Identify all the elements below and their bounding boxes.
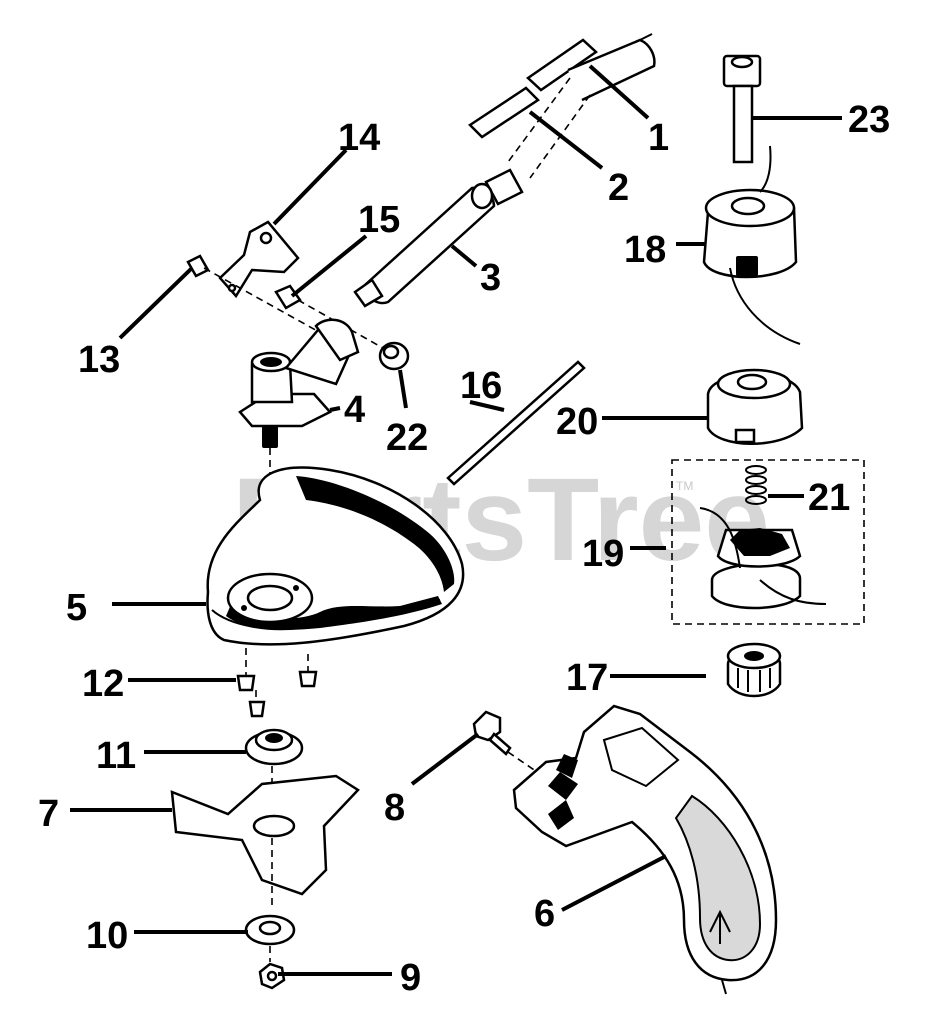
trimmer-head-part-18[interactable] — [702, 145, 801, 345]
knob-part-17[interactable] — [726, 642, 782, 698]
blade-part-7[interactable] — [170, 774, 360, 910]
callout-14[interactable]: 14 — [338, 117, 380, 159]
guard-part-5[interactable] — [206, 466, 465, 646]
callout-20[interactable]: 20 — [556, 401, 598, 443]
callout-18[interactable]: 18 — [624, 229, 666, 271]
screws-part-12[interactable] — [236, 648, 318, 718]
callout-10[interactable]: 10 — [86, 915, 128, 957]
lower-shaft-part-3[interactable] — [353, 182, 496, 308]
callout-12[interactable]: 12 — [82, 663, 124, 705]
callout-16[interactable]: 16 — [460, 365, 502, 407]
callout-9[interactable]: 9 — [400, 957, 421, 999]
callout-19[interactable]: 19 — [582, 533, 624, 575]
cover-part-20[interactable] — [706, 368, 804, 445]
callout-13[interactable]: 13 — [78, 339, 120, 381]
callout-21[interactable]: 21 — [808, 477, 850, 519]
gearbox-part-4[interactable] — [238, 318, 360, 600]
spool-kit-box — [671, 459, 865, 625]
callout-11[interactable]: 11 — [96, 735, 136, 777]
callout-15[interactable]: 15 — [358, 199, 400, 241]
leader-lines — [70, 64, 842, 976]
adapter-part-11[interactable] — [244, 728, 304, 812]
callout-2[interactable]: 2 — [608, 167, 629, 209]
callout-numbers: 1 2 3 4 5 6 7 8 9 10 11 12 13 14 15 16 1… — [38, 99, 890, 999]
handle-part-6[interactable] — [512, 704, 778, 995]
callout-8[interactable]: 8 — [384, 787, 405, 829]
decal-part-1[interactable] — [526, 38, 598, 92]
callout-4[interactable]: 4 — [344, 389, 365, 431]
spring-part-21[interactable] — [745, 465, 767, 505]
callout-23[interactable]: 23 — [848, 99, 890, 141]
callout-17[interactable]: 17 — [566, 657, 608, 699]
rod-part-16[interactable] — [446, 360, 586, 486]
nut-part-9[interactable] — [258, 962, 286, 990]
decal-part-2[interactable] — [468, 86, 540, 139]
bolt-part-8[interactable] — [472, 710, 541, 775]
callout-1[interactable]: 1 — [648, 117, 669, 159]
callout-7[interactable]: 7 — [38, 793, 59, 835]
washer-part-10[interactable] — [244, 914, 296, 962]
watermark-tm: TM — [676, 479, 693, 493]
callout-5[interactable]: 5 — [66, 587, 87, 629]
nut-part-22[interactable] — [378, 341, 410, 371]
callout-6[interactable]: 6 — [534, 893, 555, 935]
callout-22[interactable]: 22 — [386, 417, 428, 459]
screw-part-13[interactable] — [186, 254, 331, 339]
spool-part-19[interactable] — [699, 507, 827, 610]
bolt-part-23[interactable] — [722, 54, 762, 164]
shield-bracket-part-14[interactable] — [218, 220, 300, 299]
callout-3[interactable]: 3 — [480, 257, 501, 299]
